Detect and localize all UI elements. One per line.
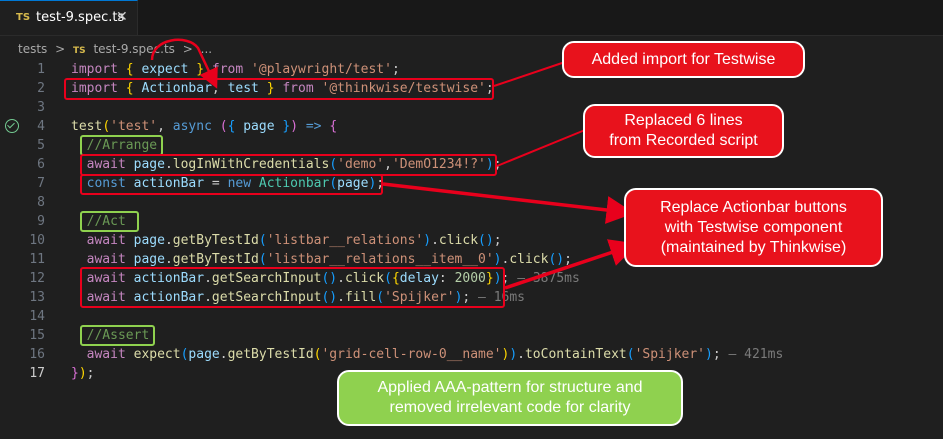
typescript-file-icon: TS bbox=[73, 46, 86, 56]
code-line: 10 await page.getByTestId('listbar__rela… bbox=[29, 233, 502, 248]
actionbar-const-highlight bbox=[80, 174, 383, 195]
test-passed-icon[interactable] bbox=[5, 119, 19, 133]
breadcrumb-more[interactable]: ... bbox=[200, 42, 213, 56]
code-line: 12 await actionBar.getSearchInput().clic… bbox=[29, 271, 580, 286]
code-line: 8 bbox=[37, 195, 45, 210]
code-line: 13 await actionBar.getSearchInput().fill… bbox=[29, 290, 526, 305]
callout-aaa: Applied AAA-pattern for structure and re… bbox=[337, 370, 683, 426]
code-line: 14 bbox=[29, 309, 45, 324]
code-line: 16 await expect(page.getByTestId('grid-c… bbox=[29, 347, 784, 362]
code-line: 5 //Arrange bbox=[37, 138, 158, 153]
searchinput-highlight bbox=[80, 267, 505, 308]
callout-import: Added import for Testwise bbox=[562, 41, 805, 78]
editor-tab[interactable]: TS test-9.spec.ts ✕ bbox=[0, 0, 138, 35]
tab-bar: TS test-9.spec.ts ✕ bbox=[0, 0, 943, 36]
code-line: 15 //Assert bbox=[29, 328, 150, 343]
breadcrumb-folder[interactable]: tests bbox=[18, 42, 48, 56]
tab-title: test-9.spec.ts bbox=[36, 10, 125, 25]
code-line: 9 //Act bbox=[37, 214, 126, 229]
chevron-right-icon: > bbox=[55, 42, 66, 56]
code-line: 3 bbox=[37, 100, 45, 115]
code-line: 11 await page.getByTestId('listbar__rela… bbox=[29, 252, 572, 267]
code-line: 17}); bbox=[29, 366, 95, 381]
typescript-file-icon: TS bbox=[16, 12, 31, 23]
code-line: 6 await page.logInWithCredentials('demo'… bbox=[37, 157, 502, 172]
act-highlight bbox=[80, 211, 139, 232]
code-line: 7 const actionBar = new Actionbar(page); bbox=[37, 176, 385, 191]
close-icon[interactable]: ✕ bbox=[116, 9, 128, 25]
import-highlight bbox=[64, 78, 494, 100]
chevron-right-icon: > bbox=[182, 42, 193, 56]
assert-highlight bbox=[80, 325, 155, 346]
callout-replaced: Replaced 6 lines from Recorded script bbox=[583, 104, 784, 158]
callout-actionbar: Replace Actionbar buttons with Testwise … bbox=[624, 188, 883, 267]
